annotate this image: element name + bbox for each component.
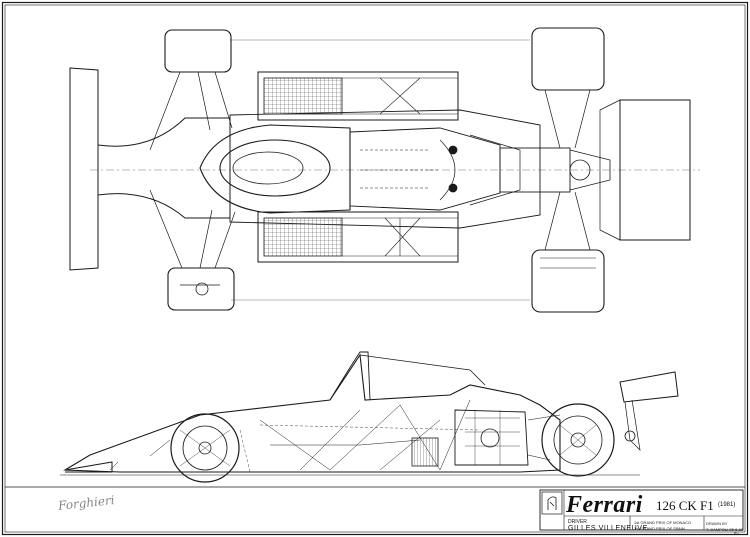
radiator-side — [411, 437, 439, 467]
drawn-by: T. CAMPOLI 25-6-81 — [706, 527, 744, 532]
title-box — [539, 489, 744, 531]
model-year: (1981) — [718, 502, 736, 508]
left-radiator — [263, 77, 343, 115]
sheet-inner-border — [4, 4, 746, 533]
front-wheel-side — [170, 413, 240, 483]
brand-name: Ferrari — [566, 492, 643, 518]
cockpit-plan — [199, 124, 351, 214]
rear-wing-side — [619, 371, 679, 403]
bodywork-side — [63, 353, 561, 473]
plan-view — [69, 27, 700, 313]
engine-side — [454, 409, 529, 466]
engine-bay-plan — [349, 127, 501, 211]
front-left-wheel — [164, 29, 232, 73]
nose-cone-plan — [97, 117, 231, 219]
title-block — [5, 486, 745, 531]
right-radiator — [263, 217, 343, 257]
front-right-wheel — [167, 267, 235, 311]
drawn-label: DRAWN BY — [706, 521, 728, 526]
rear-wing-plan — [619, 99, 691, 241]
rear-right-wheel — [531, 249, 605, 313]
rear-left-wheel — [531, 27, 605, 91]
race-note-2: 1st GRAND PRIX OF SPAIN — [634, 526, 685, 531]
driver-name: GILLES VILLENEUVE — [568, 525, 648, 532]
race-note-1: 1st GRAND PRIX OF MONACO — [634, 520, 692, 525]
side-view — [60, 351, 679, 483]
prancing-horse-icon — [541, 491, 563, 515]
front-wing-plan — [69, 67, 99, 271]
left-sidepod — [257, 71, 459, 121]
sheet-ref: 8C — [734, 530, 740, 535]
driver-label: DRIVER — [568, 519, 587, 525]
right-sidepod — [257, 211, 459, 263]
model-name: 126 CK F1 — [656, 498, 714, 513]
rear-wheel-side — [541, 403, 615, 477]
